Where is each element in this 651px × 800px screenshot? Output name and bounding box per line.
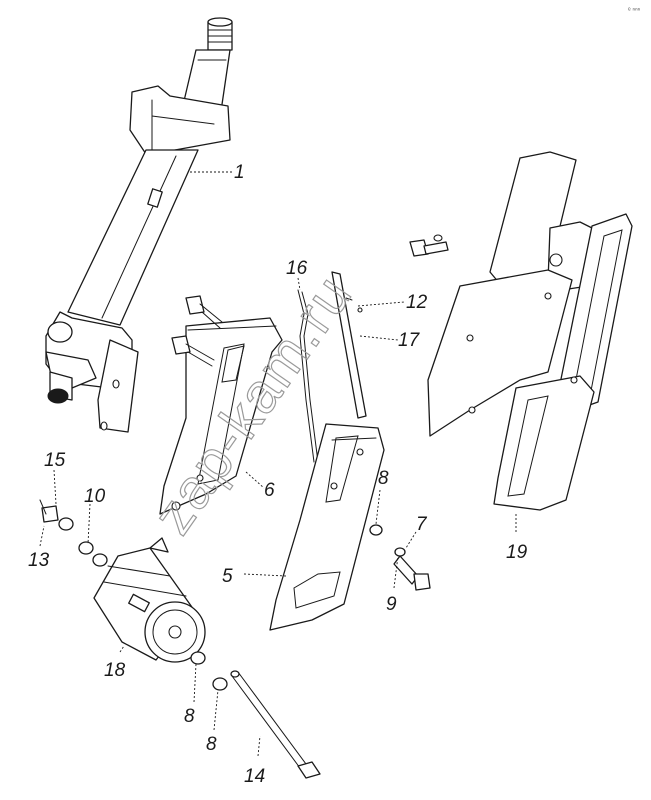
callout-18: 18 — [104, 660, 126, 681]
part-19-bracket-assembly — [427, 151, 633, 511]
callout-15: 15 — [44, 450, 66, 471]
callout-7: 7 — [416, 514, 428, 535]
callout-9: 9 — [386, 594, 397, 615]
part-8-washer-lower-a — [190, 651, 206, 665]
part-17-strip — [331, 271, 367, 419]
callout-labels: 1 16 12 17 6 15 10 13 8 7 19 5 9 18 8 8 … — [28, 162, 528, 787]
part-1-steering-column — [45, 17, 233, 433]
callout-8-lower-b: 8 — [206, 734, 217, 755]
part-8-washer-right — [369, 524, 383, 536]
part-7-bolt — [393, 555, 431, 591]
corner-mark: ᵉ ⁿⁿⁿ — [628, 7, 641, 14]
part-8-washer-lower-b — [212, 677, 228, 691]
part-14-long-bolt — [230, 670, 321, 779]
part-18-cylinder — [93, 537, 206, 663]
callout-5: 5 — [222, 566, 233, 587]
callout-8-right: 8 — [378, 468, 389, 489]
callout-1: 1 — [234, 162, 245, 183]
part-10-washer-a — [58, 517, 74, 531]
callout-6: 6 — [264, 480, 275, 501]
callout-12: 12 — [406, 292, 428, 313]
callout-8-lower-a: 8 — [184, 706, 195, 727]
part-12-bolt — [409, 234, 449, 257]
callout-17: 17 — [398, 330, 421, 351]
part-9-washer — [394, 547, 406, 557]
callout-10: 10 — [84, 486, 106, 507]
callout-13: 13 — [28, 550, 50, 571]
part-5-slotted-plate — [269, 423, 385, 631]
part-6-slotted-plate — [159, 295, 283, 515]
part-10-washer-b — [78, 541, 94, 555]
leader-lines — [39, 171, 517, 757]
part-10-washer-c — [92, 553, 108, 567]
callout-16: 16 — [286, 258, 308, 279]
callout-14: 14 — [244, 766, 265, 787]
callout-19: 19 — [506, 542, 528, 563]
part-13-15-nut — [39, 499, 59, 523]
part-16-rod — [297, 289, 319, 463]
